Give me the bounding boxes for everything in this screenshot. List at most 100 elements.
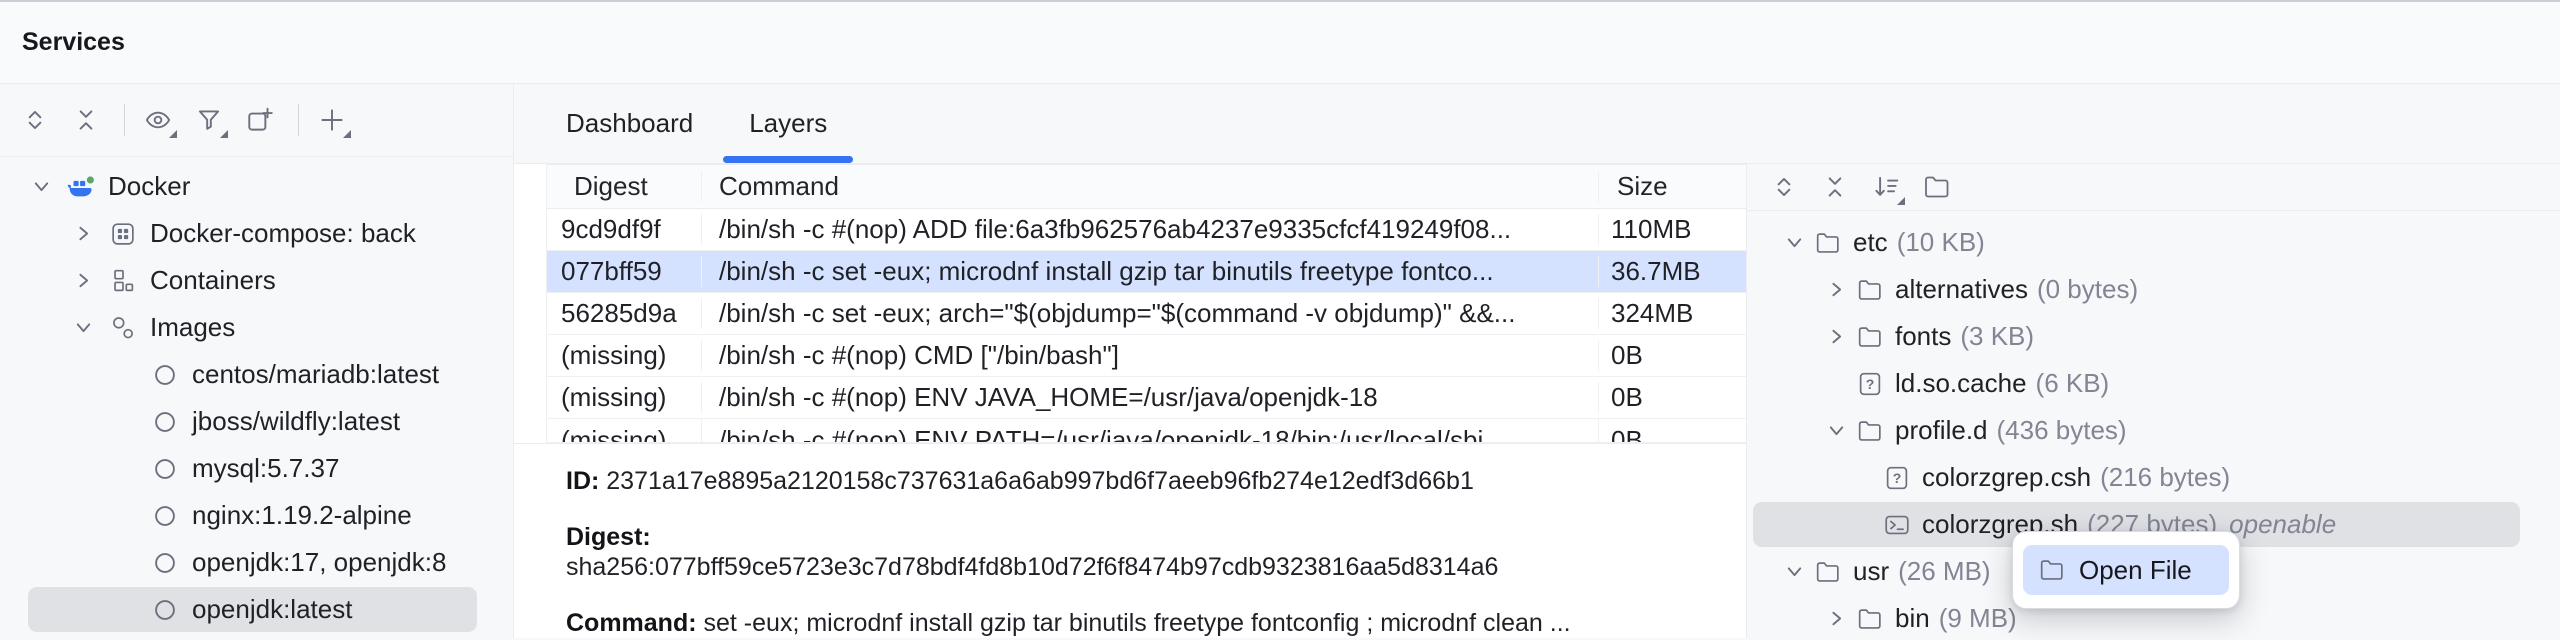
tree-item-label: Docker [108,171,191,201]
chevron-down-icon[interactable] [1777,226,1811,260]
digest-cell: 9cd9df9f [547,214,702,245]
table-row[interactable]: (missing) /bin/sh -c #(nop) ENV PATH=/us… [547,419,1746,443]
column-header-command[interactable]: Command [702,171,1599,202]
collapse-all-icon [71,105,101,135]
dropdown-corner-icon [343,130,351,138]
tree-item-image[interactable]: centos/mariadb:latest [0,351,513,398]
dropdown-corner-icon [1897,197,1905,205]
open-in-new-tab-button[interactable] [237,97,283,143]
file-size: (3 KB) [1960,321,2035,351]
digest-label-line: Digest: [566,522,1716,552]
tree-item-image[interactable]: nginx:1.19.2-alpine [0,492,513,539]
file-tree-item-etc[interactable]: etc (10 KB) [1747,219,2560,266]
open-in-new-tab-icon [245,105,275,135]
tree-item-label: openjdk:17, openjdk:8 [192,547,447,577]
command-cell: /bin/sh -c #(nop) CMD ["/bin/bash"] [702,340,1599,371]
tree-item-image[interactable]: openjdk:17, openjdk:8 [0,539,513,586]
chevron-right-icon[interactable] [66,264,100,298]
chevron-down-icon[interactable] [1777,555,1811,589]
file-tree-item-ld-so-cache[interactable]: ld.so.cache (6 KB) [1747,360,2560,407]
collapse-all-button[interactable] [1812,164,1858,210]
file-tree-item-fonts[interactable]: fonts (3 KB) [1747,313,2560,360]
chevron-down-icon[interactable] [1819,414,1853,448]
table-row[interactable]: 56285d9a /bin/sh -c set -eux; arch="$(ob… [547,293,1746,335]
tree-item-docker[interactable]: Docker [0,163,513,210]
toolbar-separator [298,104,299,136]
file-tree-item-usr[interactable]: usr (26 MB) [1747,548,2560,595]
digest-cell: 077bff59 [547,256,702,287]
file-tree-item-profile-d[interactable]: profile.d (436 bytes) [1747,407,2560,454]
column-header-digest[interactable]: Digest [547,171,702,202]
tree-item-docker-compose[interactable]: Docker-compose: back [0,210,513,257]
size-cell: 36.7MB [1611,256,1701,286]
id-value: 2371a17e8895a2120158c737631a6a6ab997bd6f… [606,467,1474,495]
sort-button[interactable] [1863,164,1909,210]
docker-compose-icon [108,219,138,249]
tree-item-images[interactable]: Images [0,304,513,351]
table-row-selected[interactable]: 077bff59 /bin/sh -c set -eux; microdnf i… [547,251,1746,293]
add-service-button[interactable] [309,97,355,143]
services-panel: Docker Docker-compose: back Containers I… [0,84,514,638]
chevron-right-icon[interactable] [66,217,100,251]
digest-cell: (missing) [547,419,702,442]
folder-icon [1813,228,1843,258]
folder-view-button[interactable] [1914,164,1960,210]
expand-all-button[interactable] [1761,164,1807,210]
tab-dashboard[interactable]: Dashboard [538,84,721,163]
show-preview-button[interactable] [135,97,181,143]
command-cell: /bin/sh -c #(nop) ENV JAVA_HOME=/usr/jav… [702,382,1599,413]
chevron-down-icon[interactable] [24,170,58,204]
image-icon [150,407,180,437]
size-cell: 0B [1611,340,1643,370]
tool-window-header: Services [0,0,2560,84]
command-line: Command: set -eux; microdnf install gzip… [566,608,1716,638]
file-tree-item-colorzgrep-csh[interactable]: colorzgrep.csh (216 bytes) [1747,454,2560,501]
active-tab-underline [723,156,854,163]
services-toolbar [0,84,513,157]
services-tree: Docker Docker-compose: back Containers I… [0,157,513,633]
dropdown-corner-icon [169,130,177,138]
tab-label: Dashboard [566,108,694,138]
collapse-all-button[interactable] [63,97,109,143]
chevron-right-icon[interactable] [1819,602,1853,636]
image-icon [150,595,180,625]
menu-item-label: Open File [2079,554,2192,585]
file-tree-item-alternatives[interactable]: alternatives (0 bytes) [1747,266,2560,313]
layer-details: ID: 2371a17e8895a2120158c737631a6a6ab997… [514,443,1746,638]
tree-item-image[interactable]: mysql:5.7.37 [0,445,513,492]
id-label: ID: [566,467,600,495]
expand-all-button[interactable] [12,97,58,143]
folder-icon [1855,604,1885,634]
table-row[interactable]: 9cd9df9f /bin/sh -c #(nop) ADD file:6a3f… [547,209,1746,251]
page-title: Services [22,28,125,56]
tree-item-label: jboss/wildfly:latest [192,406,401,436]
digest-cell: 56285d9a [547,298,702,329]
tab-layers[interactable]: Layers [721,84,855,163]
shell-file-icon [1882,510,1912,540]
image-icon [150,360,180,390]
table-row[interactable]: (missing) /bin/sh -c #(nop) CMD ["/bin/b… [547,335,1746,377]
file-tree-item-bin[interactable]: bin (9 MB) [1747,595,2560,640]
file-size: (10 KB) [1896,227,1985,257]
image-icon [150,548,180,578]
file-size: (26 MB) [1898,556,1991,586]
command-cell: /bin/sh -c #(nop) ENV PATH=/usr/java/ope… [702,419,1599,442]
images-icon [108,313,138,343]
file-name: ld.so.cache [1895,368,2027,398]
file-size: (9 MB) [1938,603,2017,633]
tree-item-image-selected[interactable]: openjdk:latest [0,586,513,633]
chevron-down-icon[interactable] [66,311,100,345]
chevron-right-icon[interactable] [1819,273,1853,307]
layer-id-line: ID: 2371a17e8895a2120158c737631a6a6ab997… [566,466,1716,496]
tree-item-containers[interactable]: Containers [0,257,513,304]
image-icon [150,501,180,531]
chevron-right-icon[interactable] [1819,320,1853,354]
file-name: usr [1853,556,1890,586]
menu-item-open-file[interactable]: Open File [2023,545,2229,595]
size-cell: 110MB [1611,214,1692,244]
expand-all-icon [20,105,50,135]
tree-item-image[interactable]: jboss/wildfly:latest [0,398,513,445]
filter-button[interactable] [186,97,232,143]
column-header-size[interactable]: Size [1617,171,1668,201]
table-row[interactable]: (missing) /bin/sh -c #(nop) ENV JAVA_HOM… [547,377,1746,419]
